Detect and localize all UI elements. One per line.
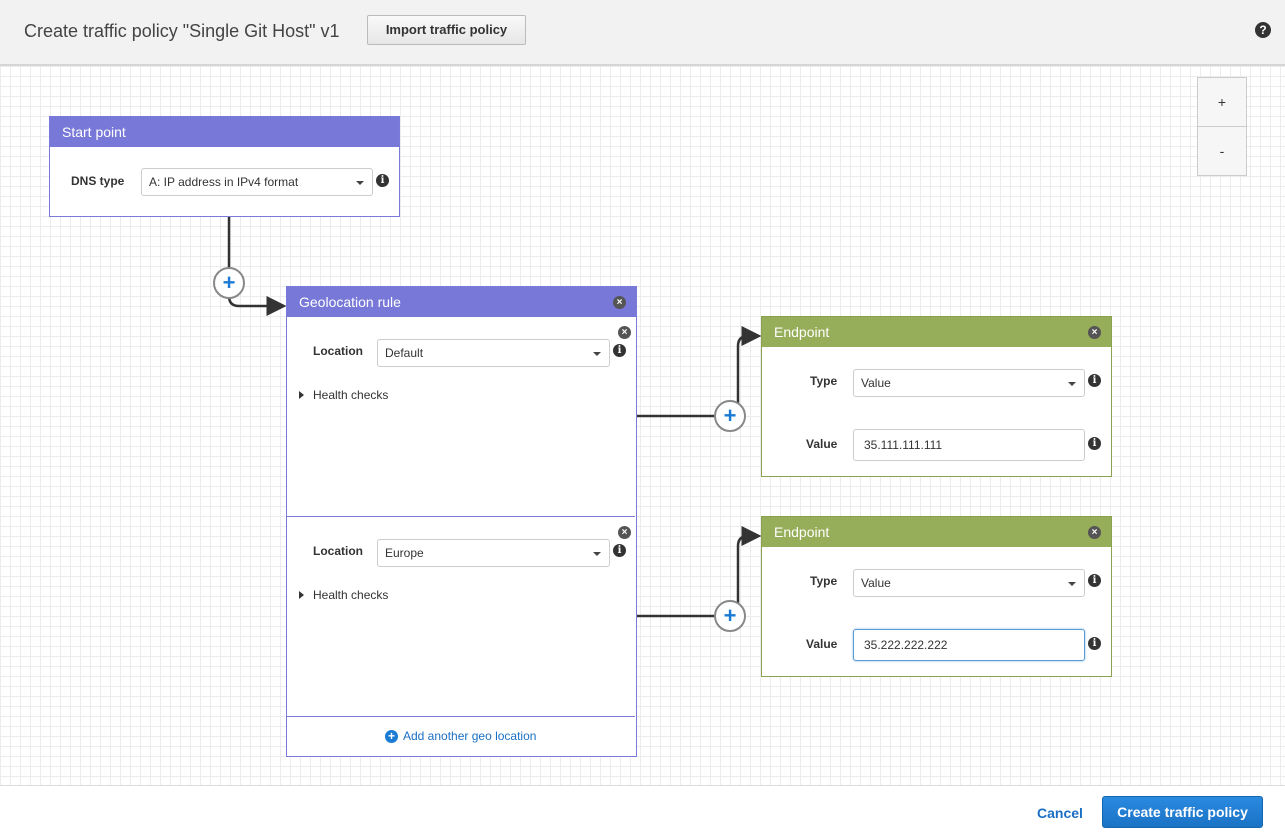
info-icon[interactable]: i bbox=[1088, 637, 1101, 650]
remove-location-icon[interactable]: × bbox=[618, 326, 631, 339]
info-icon[interactable]: i bbox=[1088, 374, 1101, 387]
value-input[interactable]: 35.111.111.111 bbox=[853, 429, 1085, 461]
connector-rule2-endpoint2 bbox=[636, 526, 762, 618]
add-endpoint-button[interactable]: + bbox=[714, 400, 746, 432]
add-rule-button[interactable]: + bbox=[213, 267, 245, 299]
add-geo-location-link[interactable]: + Add another geo location bbox=[385, 729, 536, 743]
zoom-in-button[interactable]: + bbox=[1197, 77, 1247, 127]
geo-rule-section: × Location Default i Health checks bbox=[287, 317, 635, 517]
health-checks-label: Health checks bbox=[313, 388, 389, 402]
add-geo-location-label: Add another geo location bbox=[403, 729, 537, 743]
connector-rule1-endpoint1 bbox=[636, 326, 762, 418]
page-title: Create traffic policy "Single Git Host" … bbox=[24, 21, 340, 41]
value-input[interactable]: 35.222.222.222 bbox=[853, 629, 1085, 661]
chevron-down-icon bbox=[1068, 582, 1076, 586]
chevron-down-icon bbox=[356, 181, 364, 185]
chevron-down-icon bbox=[1068, 382, 1076, 386]
footer: Cancel Create traffic policy bbox=[0, 785, 1285, 838]
endpoint-title: Endpoint × bbox=[762, 317, 1111, 347]
info-icon[interactable]: i bbox=[613, 344, 626, 357]
type-value: Value bbox=[861, 376, 891, 390]
caret-right-icon bbox=[299, 591, 304, 599]
help-icon[interactable]: ? bbox=[1255, 22, 1271, 38]
info-icon[interactable]: i bbox=[613, 544, 626, 557]
cancel-button[interactable]: Cancel bbox=[1037, 805, 1083, 821]
geolocation-rule-title-text: Geolocation rule bbox=[299, 294, 401, 310]
chevron-down-icon bbox=[593, 552, 601, 556]
header: Create traffic policy "Single Git Host" … bbox=[0, 0, 1285, 66]
geolocation-rule-node: Geolocation rule × × Location Default i H… bbox=[286, 286, 637, 757]
type-value: Value bbox=[861, 576, 891, 590]
value-label: Value bbox=[806, 637, 838, 651]
location-value: Default bbox=[385, 346, 424, 360]
health-checks-toggle[interactable]: Health checks bbox=[299, 388, 388, 402]
caret-right-icon bbox=[299, 391, 304, 399]
endpoint-title-text: Endpoint bbox=[774, 324, 830, 340]
close-icon[interactable]: × bbox=[613, 296, 626, 309]
close-icon[interactable]: × bbox=[1088, 526, 1101, 539]
endpoint-node: Endpoint × Type Value i Value 35.222.222.… bbox=[761, 516, 1112, 677]
start-point-node: Start point DNS type A: IP address in IP… bbox=[49, 116, 400, 217]
info-icon[interactable]: i bbox=[1088, 437, 1101, 450]
location-select[interactable]: Default bbox=[377, 339, 610, 367]
dns-type-select[interactable]: A: IP address in IPv4 format bbox=[141, 168, 373, 196]
location-value: Europe bbox=[385, 546, 424, 560]
info-icon[interactable]: i bbox=[1088, 574, 1101, 587]
chevron-down-icon bbox=[593, 352, 601, 356]
value-label: Value bbox=[806, 437, 838, 451]
dns-type-value: A: IP address in IPv4 format bbox=[149, 175, 299, 189]
endpoint-title: Endpoint × bbox=[762, 517, 1111, 547]
plus-circle-icon: + bbox=[385, 730, 398, 743]
health-checks-label: Health checks bbox=[313, 588, 389, 602]
location-label: Location bbox=[313, 544, 363, 558]
endpoint-node: Endpoint × Type Value i Value 35.111.111.… bbox=[761, 316, 1112, 477]
remove-location-icon[interactable]: × bbox=[618, 526, 631, 539]
create-traffic-policy-button[interactable]: Create traffic policy bbox=[1102, 796, 1263, 828]
geolocation-rule-title: Geolocation rule × bbox=[287, 287, 636, 317]
location-select[interactable]: Europe bbox=[377, 539, 610, 567]
close-icon[interactable]: × bbox=[1088, 326, 1101, 339]
type-label: Type bbox=[810, 574, 838, 588]
type-select[interactable]: Value bbox=[853, 369, 1085, 397]
type-label: Type bbox=[810, 374, 838, 388]
import-traffic-policy-button[interactable]: Import traffic policy bbox=[367, 15, 526, 45]
zoom-out-button[interactable]: - bbox=[1197, 126, 1247, 176]
geo-rule-section: × Location Europe i Health checks bbox=[287, 517, 635, 717]
dns-type-label: DNS type bbox=[71, 174, 125, 188]
start-point-title: Start point bbox=[50, 117, 399, 147]
info-icon[interactable]: i bbox=[376, 174, 389, 187]
endpoint-title-text: Endpoint bbox=[774, 524, 830, 540]
add-endpoint-button[interactable]: + bbox=[714, 600, 746, 632]
health-checks-toggle[interactable]: Health checks bbox=[299, 588, 388, 602]
type-select[interactable]: Value bbox=[853, 569, 1085, 597]
location-label: Location bbox=[313, 344, 363, 358]
